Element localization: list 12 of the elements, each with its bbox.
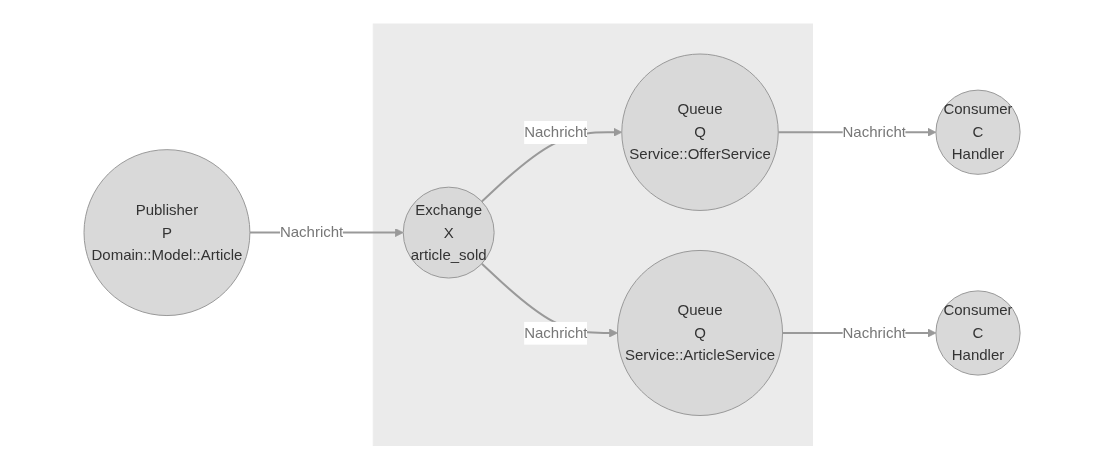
node-circle: Queue Q Service::ArticleService: [617, 250, 784, 417]
edge-label: Nachricht: [524, 123, 588, 141]
edge-label: Nachricht: [842, 123, 907, 141]
node-circle: Exchange X article_sold: [403, 186, 496, 279]
node-circle: Consumer C Handler: [935, 290, 1022, 376]
cluster: [373, 23, 814, 447]
node-circle: Consumer C Handler: [935, 89, 1022, 176]
node-circle: Publisher P Domain::Model::Article: [83, 149, 251, 317]
edge-label: Nachricht: [280, 223, 344, 241]
edge-label: Nachricht: [524, 323, 588, 341]
edge-label: Nachricht: [842, 323, 907, 341]
node-circle: Queue Q Service::OfferService: [621, 53, 780, 212]
